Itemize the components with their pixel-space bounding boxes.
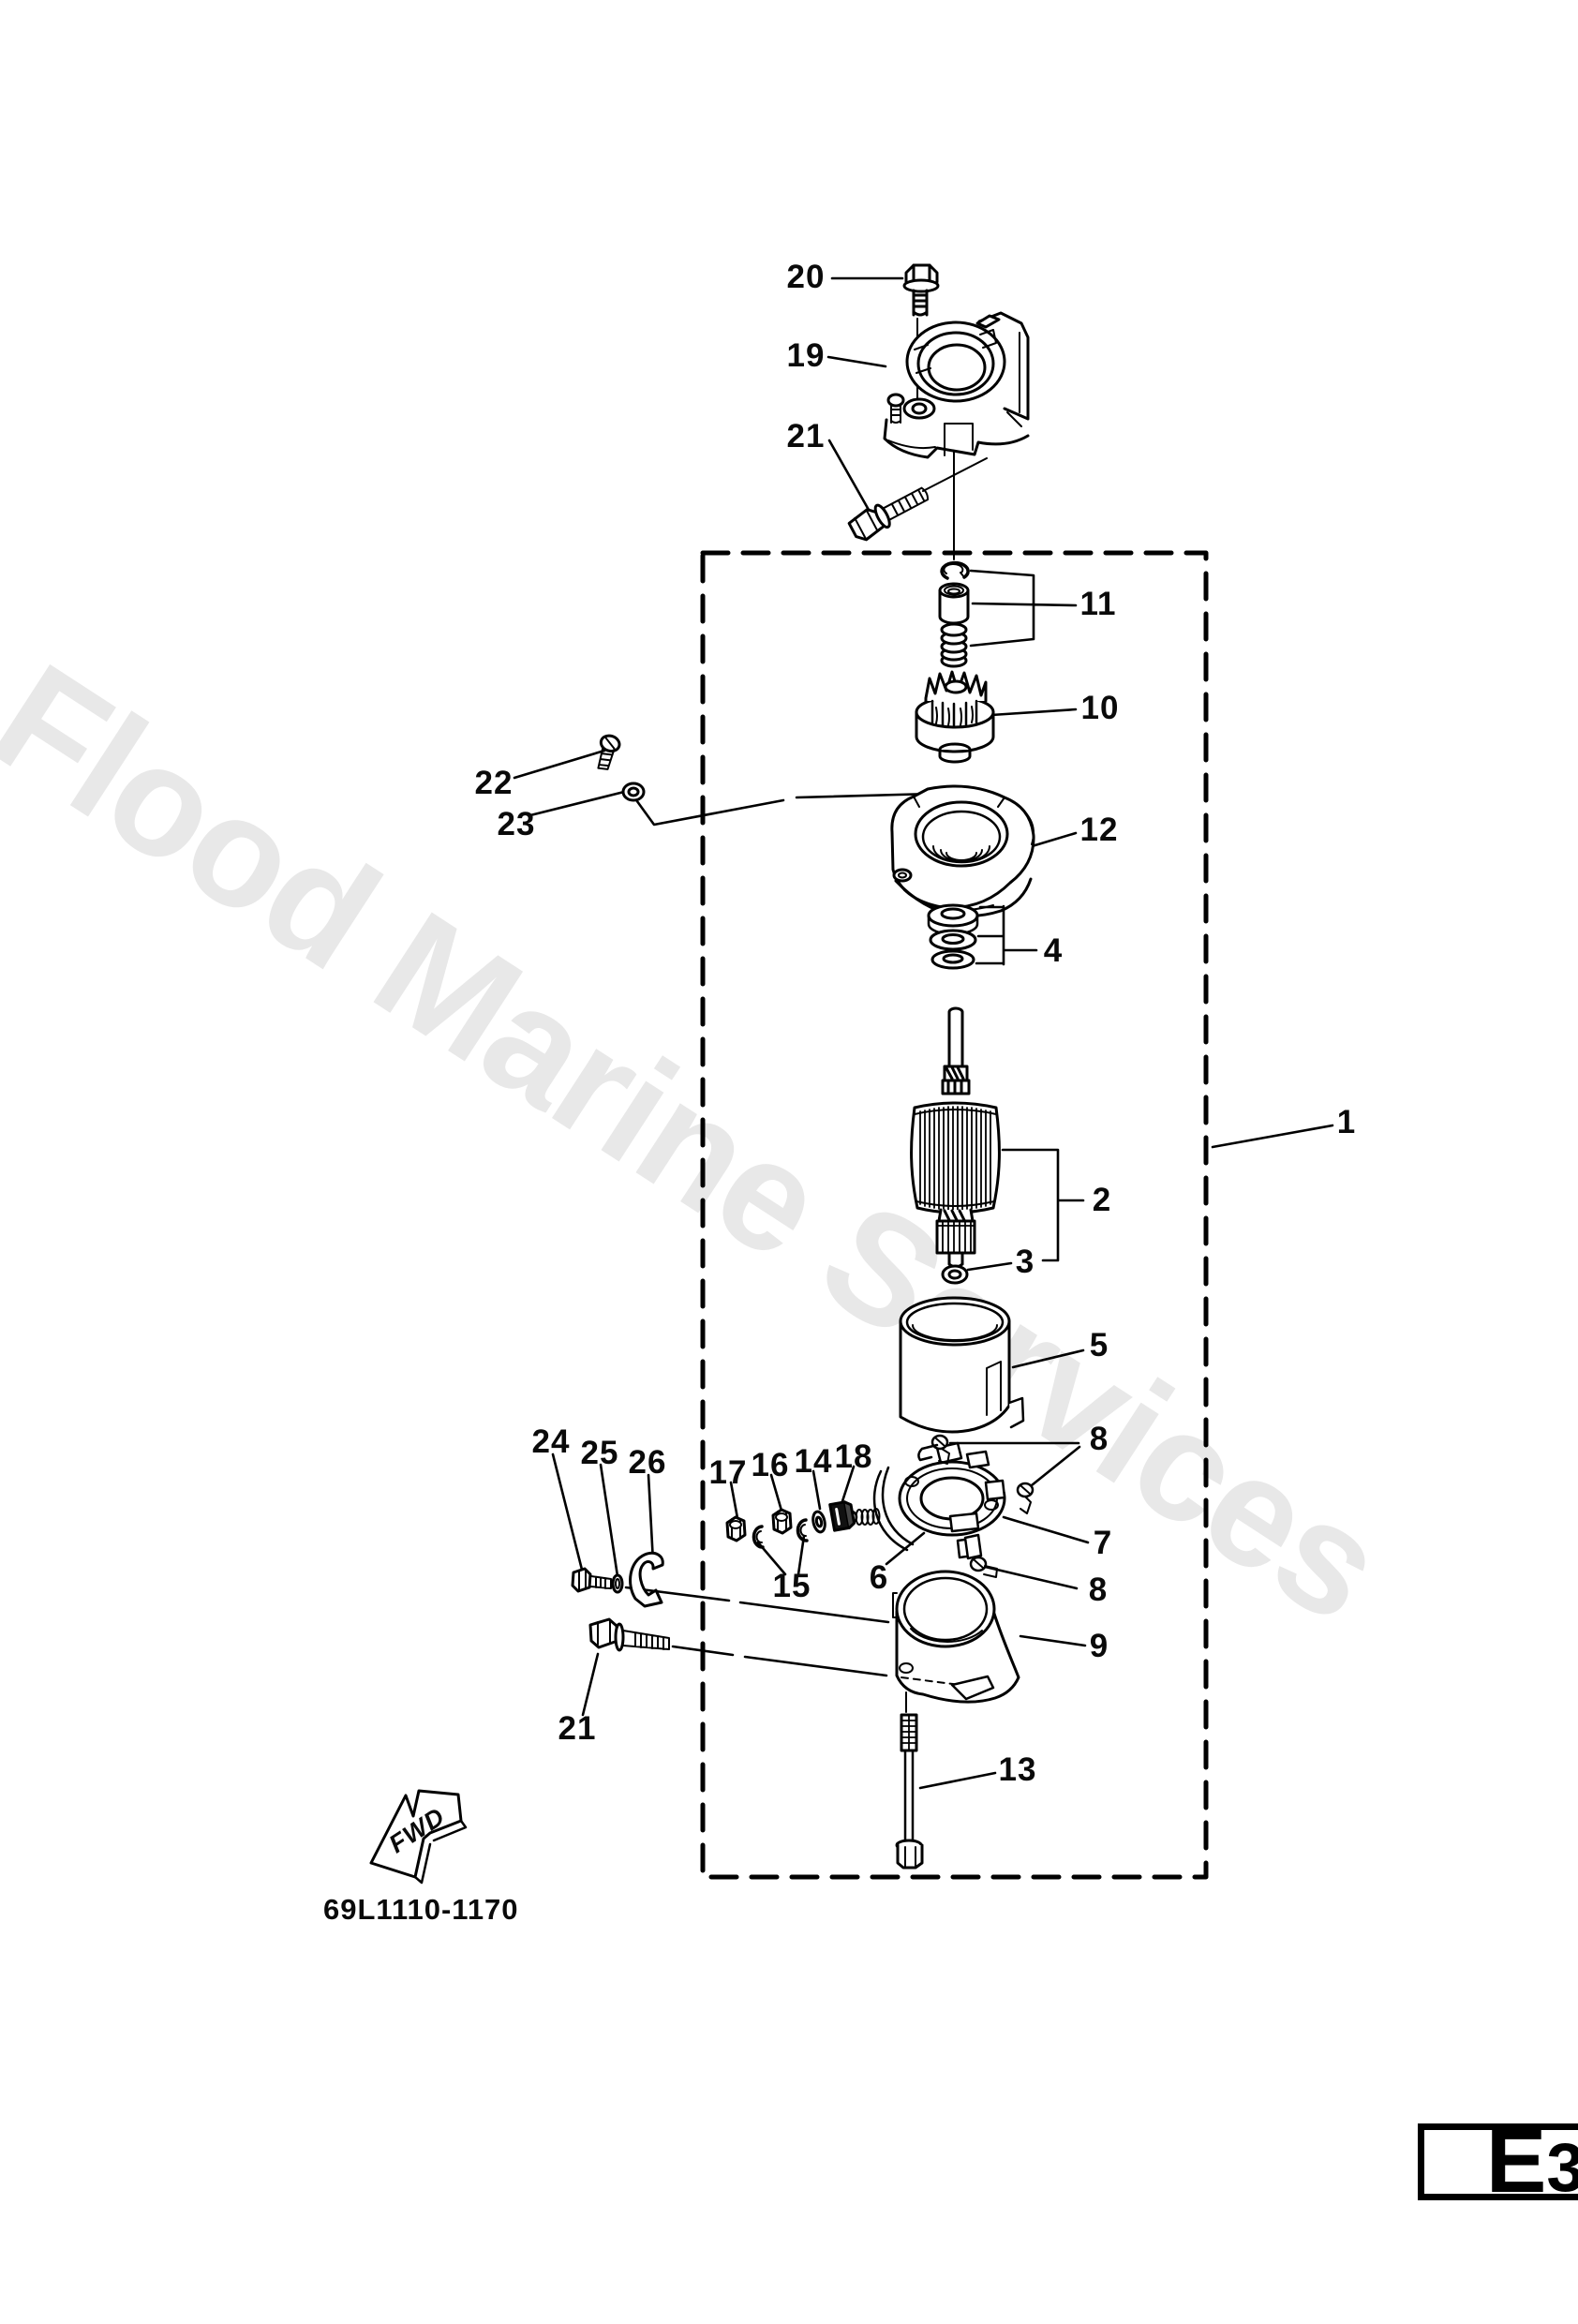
callout-13: 13 xyxy=(998,1751,1037,1788)
callout-5: 5 xyxy=(1089,1327,1109,1363)
part-24-bolt xyxy=(571,1567,612,1593)
callout-16: 16 xyxy=(751,1447,790,1483)
callout-24: 24 xyxy=(531,1423,571,1460)
part-25-washer xyxy=(611,1573,624,1594)
part-18-brush xyxy=(828,1500,856,1532)
page-code-box: E3 xyxy=(1418,2123,1578,2200)
callout-1: 1 xyxy=(1336,1104,1357,1140)
callout-11: 11 xyxy=(1079,586,1117,622)
part-21-bolt-bottom xyxy=(588,1617,670,1652)
callout-14: 14 xyxy=(794,1443,833,1480)
part-8-screws xyxy=(917,1434,1035,1578)
callout-19: 19 xyxy=(786,337,826,374)
callout-21: 21 xyxy=(558,1710,597,1747)
page-code-letter: E xyxy=(1485,2123,1547,2200)
part-14-washer xyxy=(811,1510,826,1534)
callout-10: 10 xyxy=(1080,690,1120,726)
callout-17: 17 xyxy=(708,1454,748,1491)
callout-6: 6 xyxy=(869,1559,889,1596)
callout-21: 21 xyxy=(786,418,826,454)
part-22-screw xyxy=(597,734,621,770)
callout-8: 8 xyxy=(1089,1421,1109,1457)
part-26-clamp xyxy=(629,1551,664,1608)
part-9-end-cap xyxy=(892,1570,1020,1704)
part-19-bracket xyxy=(883,311,1030,459)
part-13-through-bolt xyxy=(895,1713,924,1870)
callout-3: 3 xyxy=(1015,1244,1035,1280)
callout-20: 20 xyxy=(786,259,826,295)
part-12-front-bracket xyxy=(890,784,1035,917)
drawing-number: 69L1110-1170 xyxy=(323,1893,519,1926)
callout-8: 8 xyxy=(1088,1572,1109,1608)
part-10-pinion-gear xyxy=(915,670,995,764)
callout-2: 2 xyxy=(1092,1182,1112,1218)
callout-12: 12 xyxy=(1079,812,1119,848)
callout-23: 23 xyxy=(497,806,536,842)
part-17-nut xyxy=(725,1515,747,1542)
part-3-washer xyxy=(941,1264,969,1285)
part-2-armature xyxy=(910,1006,1001,1269)
part-5-yoke xyxy=(899,1296,1025,1434)
fwd-arrow-icon xyxy=(369,1789,468,1885)
callout-26: 26 xyxy=(628,1444,667,1481)
callout-18: 18 xyxy=(834,1438,873,1475)
part-21-bolt-top xyxy=(847,486,930,542)
callout-15: 15 xyxy=(772,1568,811,1604)
callout-7: 7 xyxy=(1093,1525,1113,1561)
callout-25: 25 xyxy=(580,1435,619,1471)
callout-4: 4 xyxy=(1043,932,1064,969)
page-code-digit: 3 xyxy=(1546,2135,1578,2194)
part-23-washer xyxy=(621,782,646,802)
part-4-washer-set xyxy=(927,903,979,970)
part-16-nut xyxy=(771,1508,793,1535)
part-20-bolt xyxy=(902,263,940,317)
part-11-circlip-spacer-spring xyxy=(938,560,970,668)
part-15-e-rings xyxy=(752,1518,809,1549)
callout-22: 22 xyxy=(474,765,514,801)
callout-9: 9 xyxy=(1089,1628,1109,1664)
